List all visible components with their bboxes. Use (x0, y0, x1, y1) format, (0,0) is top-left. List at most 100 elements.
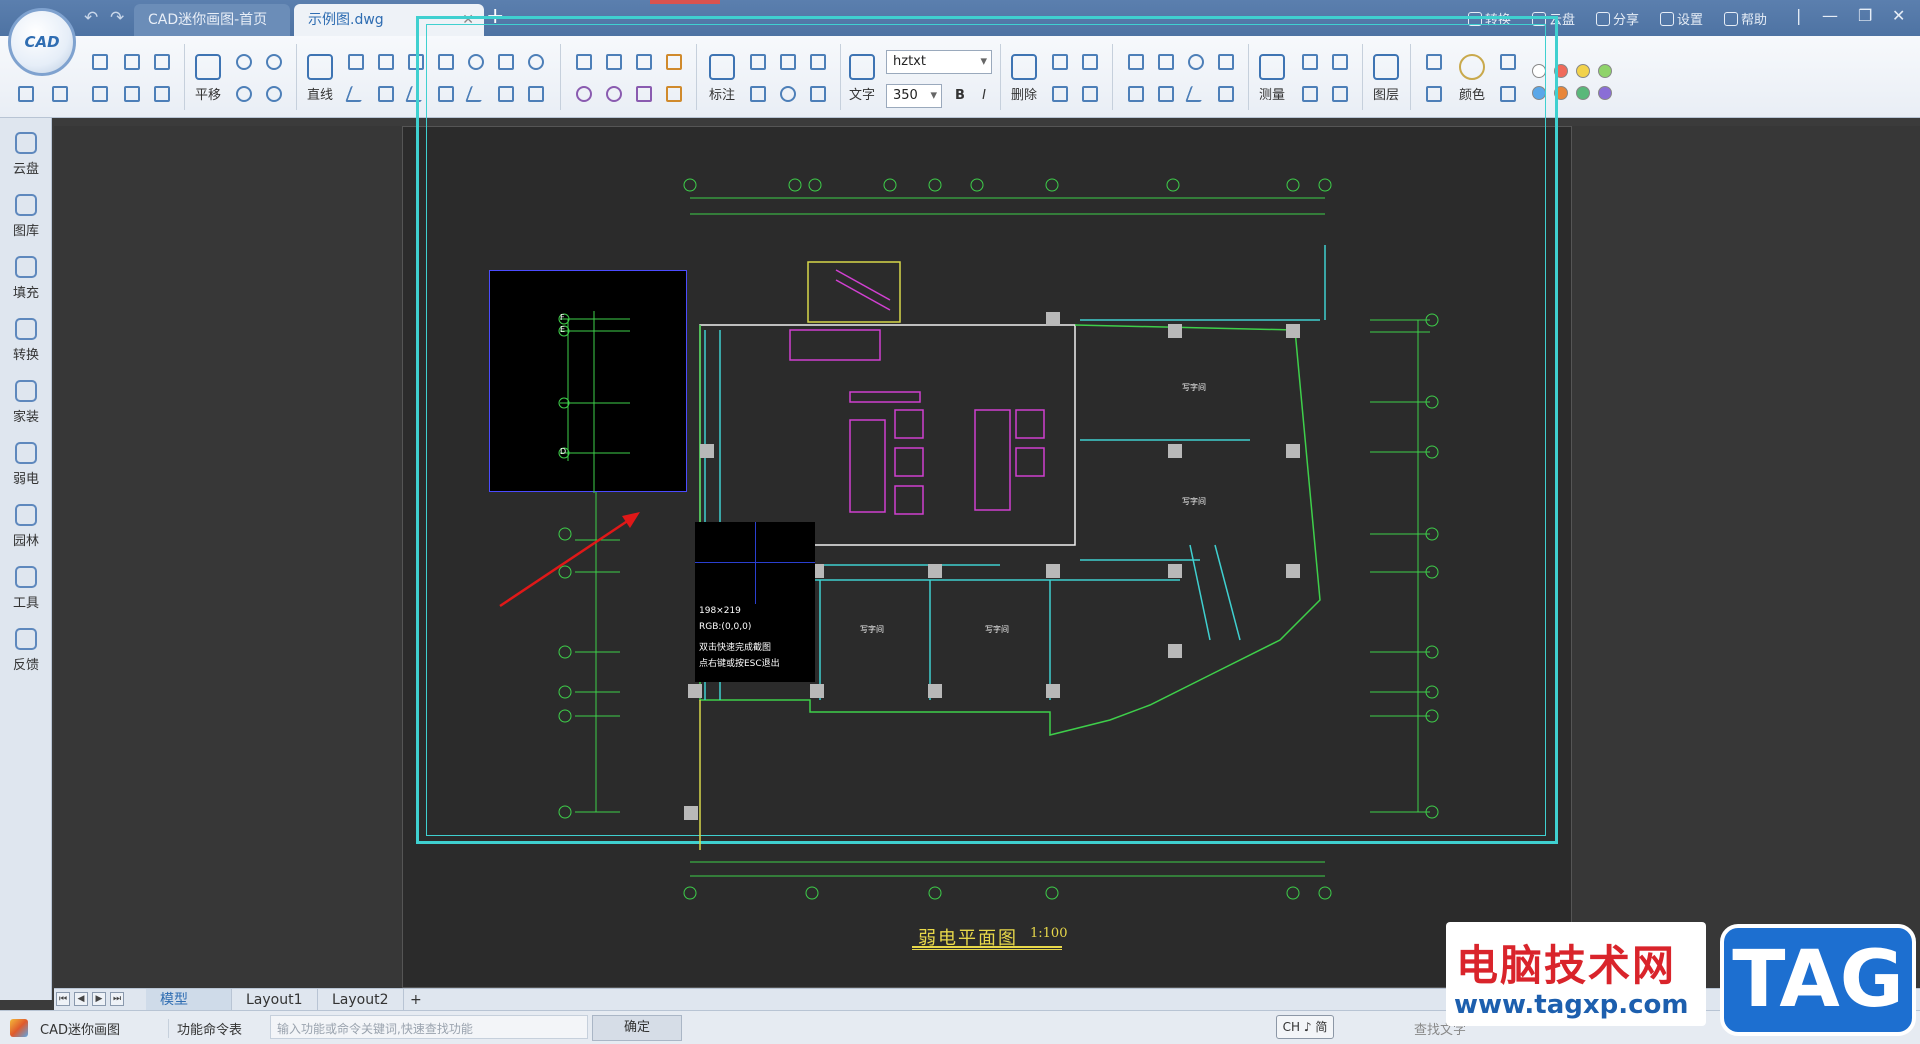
sidebar-item[interactable]: 图库 (0, 194, 52, 239)
zoom-window-icon[interactable] (232, 82, 256, 106)
ime-indicator[interactable]: CH ♪ 简 (1276, 1015, 1334, 1039)
color-swatch-yellow[interactable] (1576, 64, 1590, 78)
polyline-icon[interactable] (344, 50, 368, 74)
sidebar-item[interactable]: 园林 (0, 504, 52, 549)
sidebar-item[interactable]: 云盘 (0, 132, 52, 177)
tab-home[interactable]: CAD迷你画图-首页 (134, 4, 290, 36)
spline-icon[interactable] (434, 50, 458, 74)
command-table-button[interactable]: 功能命令表 (168, 1019, 246, 1038)
prev-layout-icon[interactable]: ◀ (74, 992, 88, 1006)
minimize-icon[interactable]: — (1822, 6, 1838, 25)
angle-dim-icon[interactable] (776, 50, 800, 74)
sidebar-item[interactable]: 家装 (0, 380, 52, 425)
rotate-icon[interactable] (602, 82, 626, 106)
sidebar-item[interactable]: 转换 (0, 318, 52, 363)
close-icon[interactable]: ✕ (1892, 6, 1906, 25)
delete-button[interactable]: 删除 (1004, 54, 1044, 103)
diameter-dim-icon[interactable] (776, 82, 800, 106)
last-layout-icon[interactable]: ⏭ (110, 992, 124, 1006)
insert-icon[interactable] (662, 82, 686, 106)
color-swatch-purple[interactable] (1598, 86, 1612, 100)
sidebar-item[interactable]: 填充 (0, 256, 52, 301)
add-layout-button[interactable]: + (410, 992, 422, 1008)
sidebar-item[interactable]: 工具 (0, 566, 52, 611)
tab-model[interactable]: 模型 (146, 989, 232, 1011)
dimension-button[interactable]: 标注 (702, 54, 742, 103)
raster-icon[interactable] (1298, 82, 1322, 106)
zoom-in-icon[interactable] (232, 50, 256, 74)
settings-button[interactable]: 设置 (1660, 9, 1703, 28)
font-select[interactable]: hztxt (886, 50, 992, 74)
sidebar-item[interactable]: 弱电 (0, 442, 52, 487)
array-icon[interactable] (632, 82, 656, 106)
sidebar-item[interactable]: 反馈 (0, 628, 52, 673)
layer-button[interactable]: 图层 (1366, 54, 1406, 103)
save-icon[interactable] (120, 50, 144, 74)
cut-icon[interactable] (1078, 50, 1102, 74)
leader-icon[interactable] (806, 82, 830, 106)
rotate-obj-icon[interactable] (1184, 50, 1208, 74)
color-swatch-green[interactable] (1598, 64, 1612, 78)
zoom-extents-icon[interactable] (262, 82, 286, 106)
polygon-icon[interactable] (374, 82, 398, 106)
bold-button[interactable]: B (948, 84, 972, 108)
arrow-icon[interactable] (524, 82, 548, 106)
font-size-select[interactable]: 350 (886, 84, 942, 108)
extend-icon[interactable] (572, 50, 596, 74)
area-icon[interactable] (1298, 50, 1322, 74)
text-button[interactable]: 文字 (842, 54, 882, 103)
linetype-icon[interactable] (1422, 50, 1446, 74)
fillet-icon[interactable] (632, 50, 656, 74)
curve-icon[interactable] (434, 82, 458, 106)
first-layout-icon[interactable]: ⏮ (56, 992, 70, 1006)
save-as-icon[interactable] (150, 50, 174, 74)
continuous-dim-icon[interactable] (806, 50, 830, 74)
close-tab-icon[interactable]: ✕ (462, 12, 474, 28)
radius-dim-icon[interactable] (746, 82, 770, 106)
print-icon[interactable] (88, 82, 112, 106)
ellipse-icon[interactable] (524, 50, 548, 74)
lineweight-icon[interactable] (1422, 82, 1446, 106)
measure-button[interactable]: 测量 (1252, 54, 1292, 103)
tab-layout1[interactable]: Layout1 (232, 989, 318, 1011)
table-icon[interactable] (1328, 82, 1352, 106)
explode-icon[interactable] (1154, 82, 1178, 106)
break-icon[interactable] (662, 50, 686, 74)
trim-icon[interactable] (602, 50, 626, 74)
command-search-input[interactable]: 输入功能或命令关键词,快速查找功能 (270, 1015, 588, 1039)
move-icon[interactable] (1124, 50, 1148, 74)
color-button[interactable]: 颜色 (1452, 54, 1492, 103)
open-icon[interactable] (88, 50, 112, 74)
next-layout-icon[interactable]: ▶ (92, 992, 106, 1006)
aligned-dim-icon[interactable] (746, 50, 770, 74)
line-button[interactable]: 直线 (300, 54, 340, 103)
group-icon[interactable] (1214, 82, 1238, 106)
circle-icon[interactable] (464, 50, 488, 74)
pan-button[interactable]: 平移 (188, 54, 228, 103)
scale-icon[interactable] (1154, 50, 1178, 74)
color-swatch-teal[interactable] (1576, 86, 1590, 100)
redo-icon[interactable]: ↷ (110, 8, 125, 28)
stretch-icon[interactable] (1214, 50, 1238, 74)
import-icon[interactable] (48, 82, 72, 106)
tab-document[interactable]: 示例图.dwg✕ (294, 4, 484, 36)
multiline-icon[interactable] (374, 50, 398, 74)
numbering-icon[interactable] (1328, 50, 1352, 74)
match-props-icon[interactable] (1078, 82, 1102, 106)
italic-button[interactable]: I (972, 84, 996, 108)
tab-layout2[interactable]: Layout2 (318, 989, 404, 1011)
screenshot-selection[interactable]: F E D (489, 270, 687, 493)
help-button[interactable]: 帮助 (1724, 9, 1767, 28)
eraser-icon[interactable] (1496, 50, 1520, 74)
confirm-button[interactable]: 确定 (592, 1015, 682, 1041)
maximize-icon[interactable]: ❐ (1858, 6, 1873, 25)
copy-icon[interactable] (1048, 50, 1072, 74)
undo-icon[interactable]: ↶ (84, 8, 99, 28)
offset-icon[interactable] (572, 82, 596, 106)
drawing-canvas[interactable] (54, 126, 1920, 988)
image-export-icon[interactable] (150, 82, 174, 106)
rectangle-icon[interactable] (494, 50, 518, 74)
back-icon[interactable] (14, 82, 38, 106)
app-logo[interactable]: CAD (8, 8, 76, 76)
brush-icon[interactable] (1496, 82, 1520, 106)
